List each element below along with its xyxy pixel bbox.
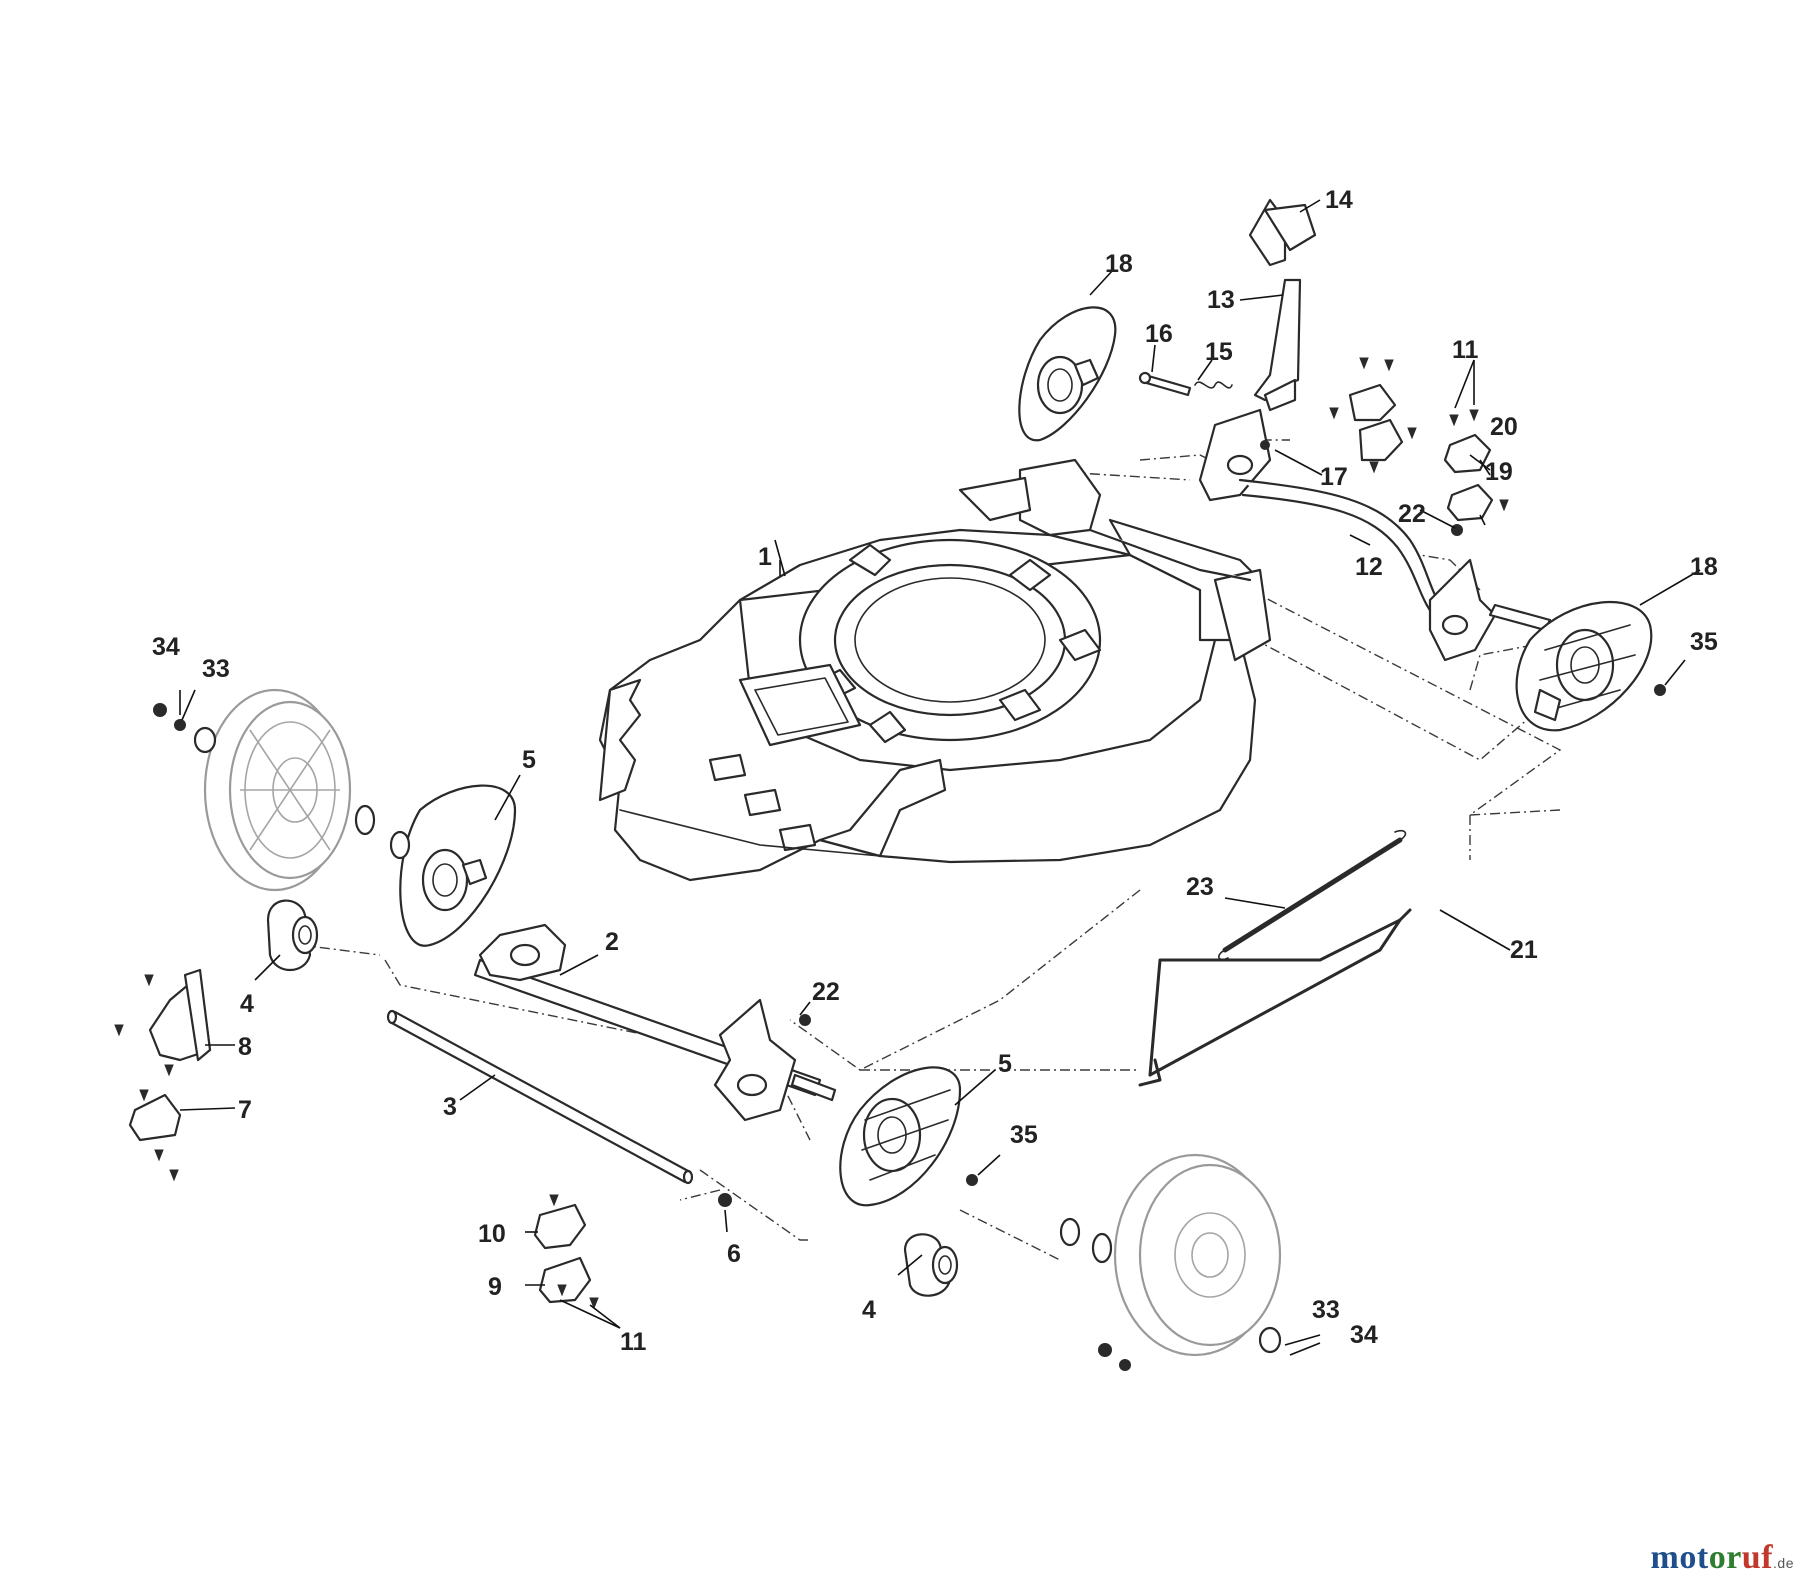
callout-22b: 22	[812, 978, 840, 1006]
callout-16: 16	[1145, 320, 1173, 348]
fasteners	[114, 357, 1666, 1371]
callout-11a: 11	[620, 1328, 647, 1356]
wheel-front-right	[1059, 1153, 1282, 1357]
callout-17: 17	[1320, 463, 1348, 491]
callout-12: 12	[1355, 553, 1383, 581]
callout-10: 10	[478, 1220, 506, 1248]
callout-9: 9	[488, 1273, 502, 1301]
callout-4a: 4	[240, 990, 254, 1018]
axle-rod	[386, 1009, 694, 1185]
callout-2: 2	[605, 928, 619, 956]
wheel-cover-front	[839, 1066, 962, 1207]
callout-8: 8	[238, 1033, 252, 1061]
watermark-logo: motoruf.de	[1651, 1539, 1794, 1577]
callout-34a: 34	[152, 633, 180, 661]
callout-34b: 34	[1350, 1321, 1378, 1349]
callout-18b: 18	[1690, 553, 1718, 581]
callout-7: 7	[238, 1096, 252, 1124]
rear-axle	[473, 923, 837, 1122]
callout-18a: 18	[1105, 250, 1133, 278]
wheel-cover-rear	[399, 784, 517, 947]
callout-33b: 33	[1312, 1296, 1340, 1324]
watermark-part1: mot	[1650, 1539, 1709, 1576]
leader-lines	[179, 199, 1701, 1356]
callout-15: 15	[1205, 338, 1233, 366]
watermark-part4: .de	[1773, 1555, 1794, 1571]
callout-35b: 35	[1010, 1121, 1038, 1149]
disc-cover-rear	[1018, 306, 1117, 442]
callout-35a: 35	[1690, 628, 1718, 656]
callout-3: 3	[443, 1093, 457, 1121]
callout-13: 13	[1207, 286, 1235, 314]
watermark-part3: uf	[1741, 1539, 1774, 1576]
linkage-rod	[1138, 908, 1412, 1087]
bushing-rear	[266, 899, 319, 971]
callout-4b: 4	[862, 1296, 876, 1324]
callout-23: 23	[1186, 873, 1214, 901]
callout-1: 1	[758, 543, 772, 571]
watermark-part2: or	[1708, 1539, 1742, 1576]
height-lever	[1198, 198, 1552, 662]
callout-14: 14	[1325, 186, 1353, 214]
callout-19: 19	[1485, 458, 1513, 486]
callout-20: 20	[1490, 413, 1518, 441]
wheel-rear-left	[193, 688, 411, 892]
spring	[1218, 829, 1407, 961]
callout-11b: 11	[1452, 336, 1479, 364]
callout-6: 6	[727, 1240, 741, 1268]
callout-5a: 5	[522, 746, 536, 774]
lever-small-parts	[1138, 371, 1270, 450]
deck-housing	[598, 458, 1272, 882]
callout-33a: 33	[202, 655, 230, 683]
callout-5b: 5	[998, 1050, 1012, 1078]
callouts: 1 2 3 4 4 5 5 6 7 8 9 10 11 11 12 13 14 …	[152, 186, 1718, 1356]
callout-21: 21	[1510, 936, 1538, 964]
bushing-front	[903, 1233, 959, 1297]
callout-22a: 22	[1398, 500, 1426, 528]
clip-parts	[128, 383, 1494, 1304]
disc-cover-front	[1515, 601, 1653, 732]
